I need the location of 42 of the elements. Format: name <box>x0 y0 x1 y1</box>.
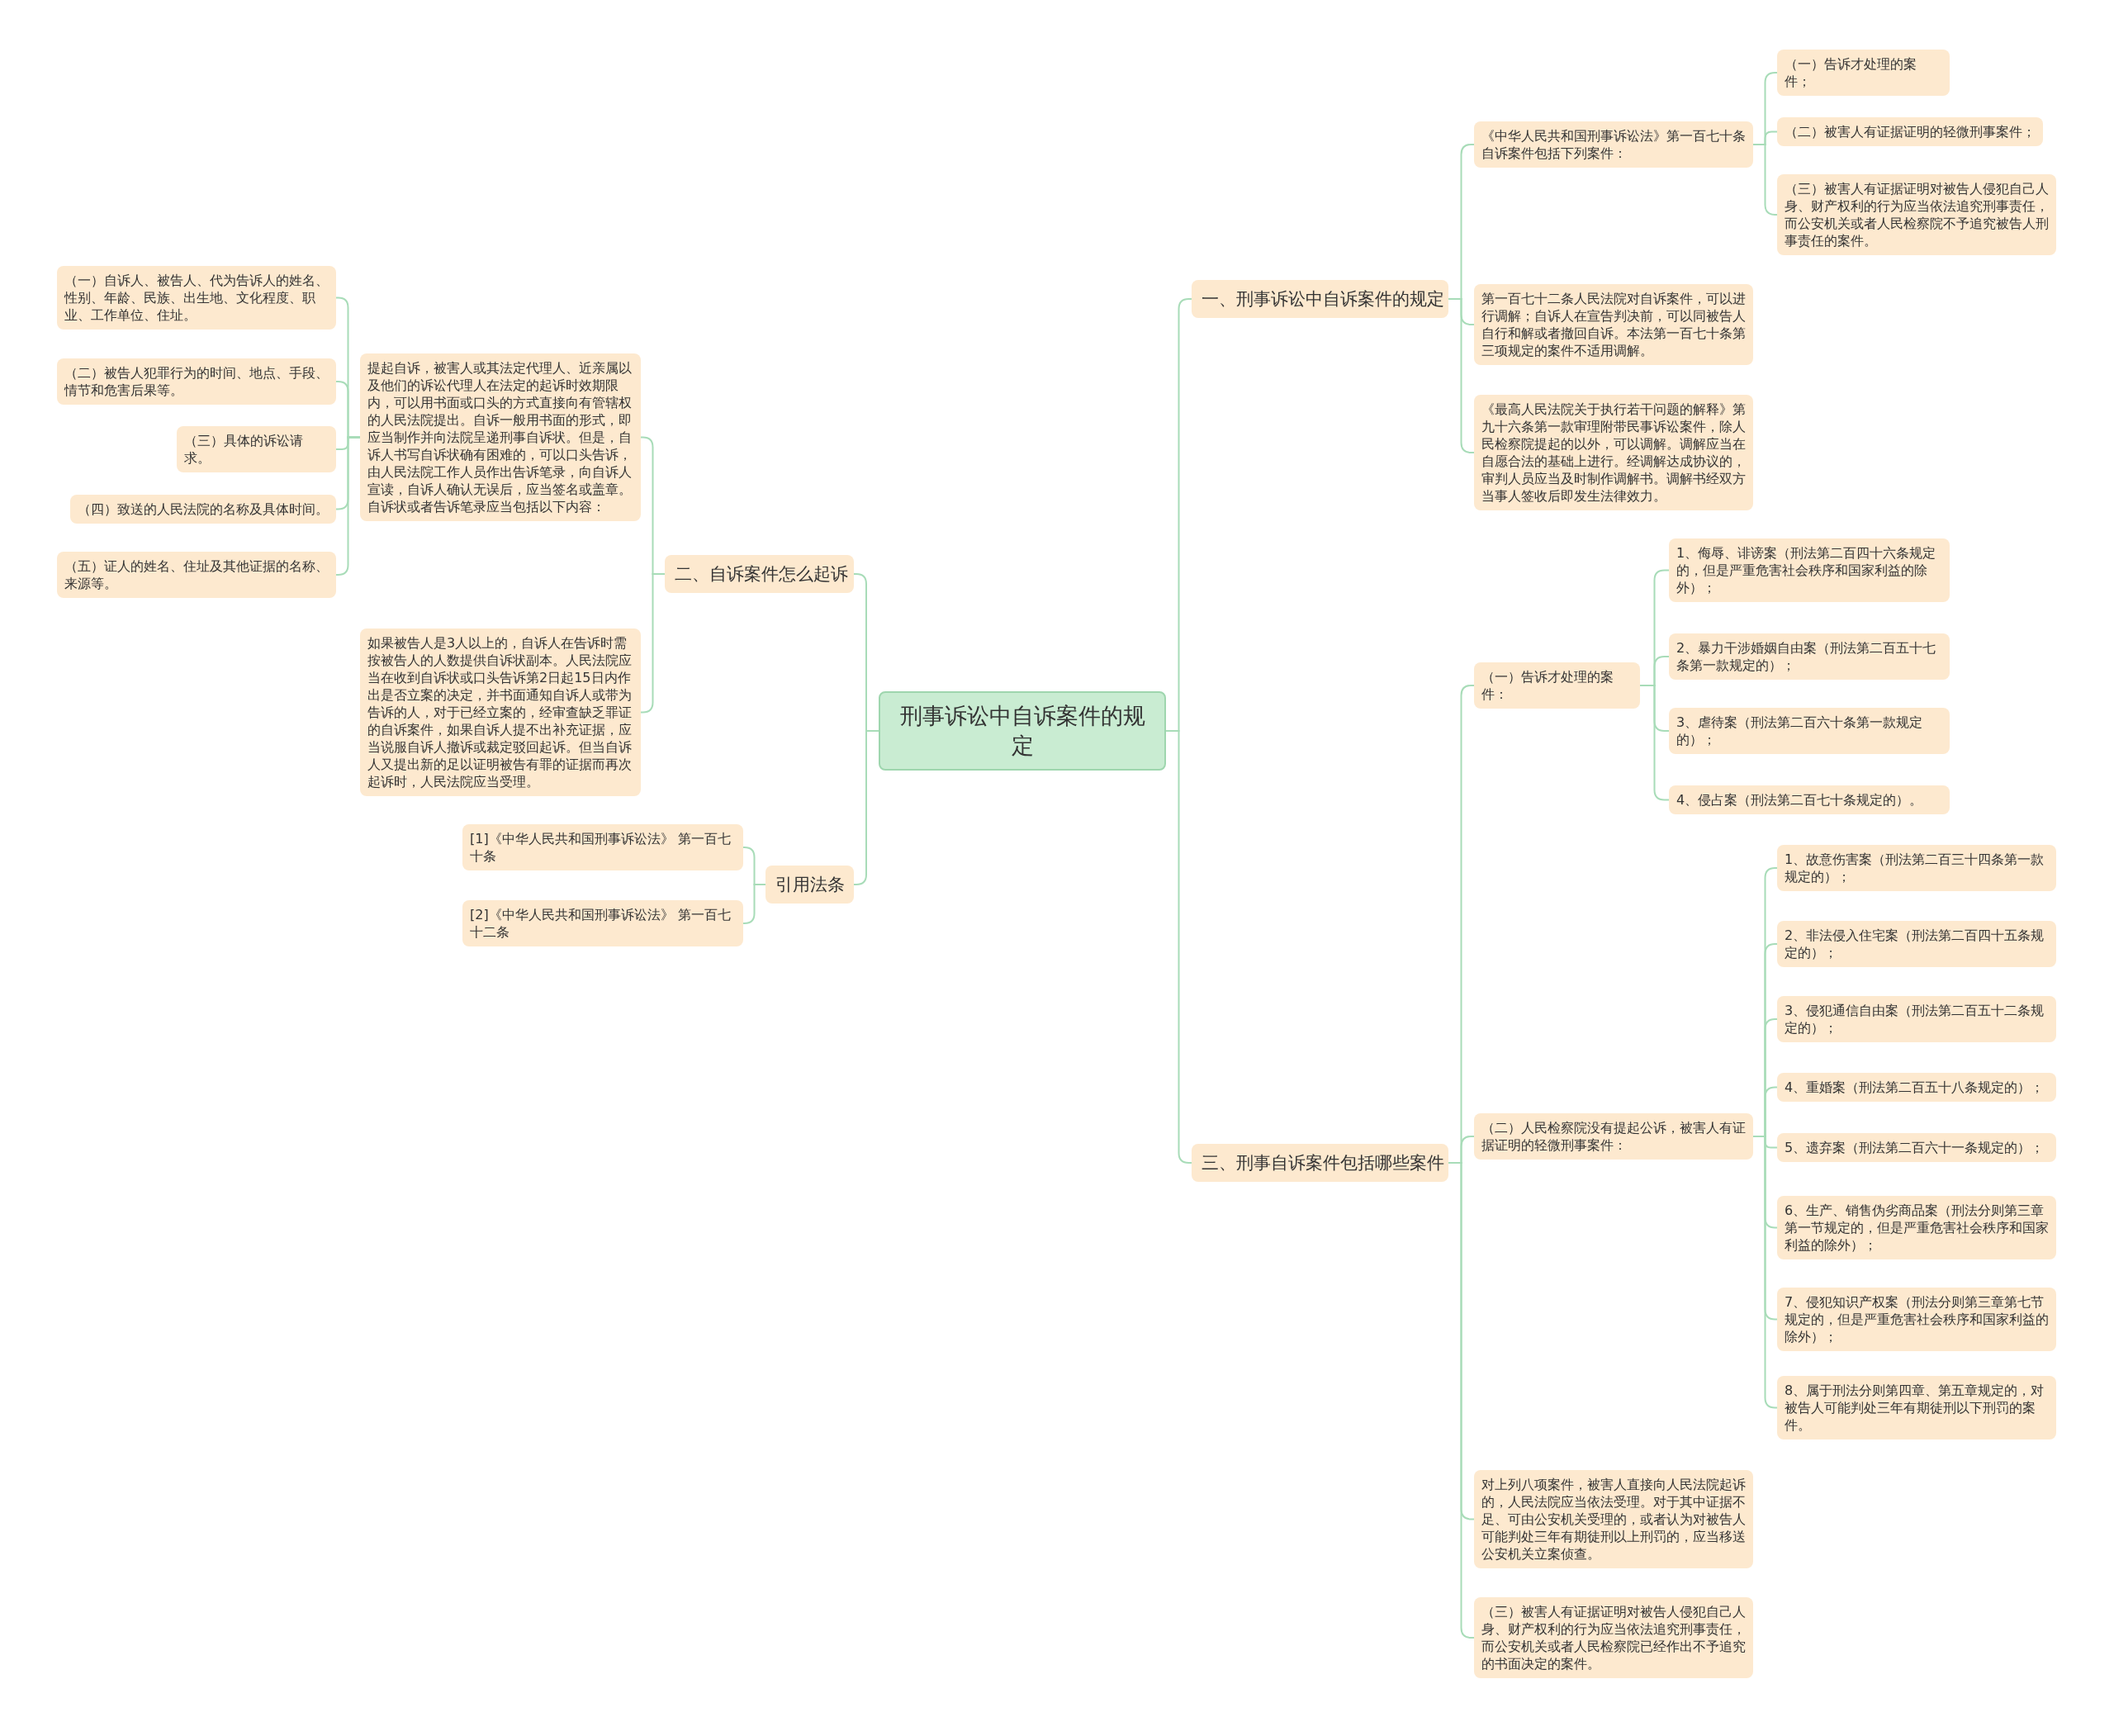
connector-line <box>1752 144 1778 216</box>
connector-line <box>640 573 666 714</box>
topic-box: （三）被害人有证据证明对被告人侵犯自己人身、财产权利的行为应当依法追究刑事责任，而公安机关或者人民检察院已经作出不予追究的书面决定的案件。 <box>1474 1597 1753 1678</box>
topic-box: （一）告诉才处理的案件： <box>1474 662 1640 709</box>
branch-topic-box: 二、自诉案件怎么起诉 <box>665 555 854 593</box>
branch-topic-box: 三、刑事自诉案件包括哪些案件 <box>1192 1144 1448 1182</box>
topic-box: 《最高人民法院关于执行若干问题的解释》第九十六条第一款审理附带民事诉讼案件，除人民检察院提起的以外，可以调解。调解应当在自愿合法的基础上进行。经调解达成协议的，审判人员应当及时制作调解书。调解书经双方当事人签收后即发生法律效力。 <box>1474 395 1753 510</box>
topic-box: 6、生产、销售伪劣商品案（刑法分则第三章第一节规定的，但是严重危害社会秩序和国家利益的除外）； <box>1777 1195 2056 1259</box>
topic-box: 2、非法侵入住宅案（刑法第二百四十五条规定的）； <box>1777 921 2056 967</box>
central-topic-box: 刑事诉讼中自诉案件的规定 <box>879 691 1166 771</box>
topic-box: 2、暴力干涉婚姻自由案（刑法第二百五十七条第一款规定的）； <box>1669 633 1950 680</box>
topic-box: 《中华人民共和国刑事诉讼法》第一百七十条自诉案件包括下列案件： <box>1474 121 1753 168</box>
topic-box: 提起自诉，被害人或其法定代理人、近亲属以及他们的诉讼代理人在法定的起诉时效期限内，可以用书面或口头的方式直接向有管辖权的人民法院提出。自诉一般用书面的形式，即应当制作并向法院呈递刑事自诉状。但是，自诉人书写自诉状确有困难的，可以口头告诉，由人民法院工作人员作出告诉笔录，向自诉人宣读，自诉人确认无误后，应当签名或盖章。自诉状或者告诉笔录应当包括以下内容： <box>360 353 641 521</box>
topic-box: [1]《中华人民共和国刑事诉讼法》 第一百七十条 <box>462 824 743 870</box>
topic-box: （二）被害人有证据证明的轻微刑事案件； <box>1777 116 2043 146</box>
topic-box: （三）被害人有证据证明对被告人侵犯自己人身、财产权利的行为应当依法追究刑事责任，而公安机关或者人民检察院不予追究被告人刑事责任的案件。 <box>1777 174 2056 255</box>
topic-box: 3、虐待案（刑法第二百六十条第一款规定的）； <box>1669 708 1950 754</box>
connector-line <box>335 436 361 576</box>
topic-box: （四）致送的人民法院的名称及具体时间。 <box>70 494 336 524</box>
topic-box: （一）自诉人、被告人、代为告诉人的姓名、性别、年龄、民族、出生地、文化程度、职业、工作单位、住址。 <box>57 265 336 330</box>
connector-line <box>1752 1136 1778 1409</box>
topic-box: 1、侮辱、诽谤案（刑法第二百四十六条规定的，但是严重危害社会秩序和国家利益的除外）； <box>1669 538 1950 602</box>
topic-box: （一）告诉才处理的案件； <box>1777 50 1950 96</box>
topic-box: [2]《中华人民共和国刑事诉讼法》 第一百七十二条 <box>462 900 743 946</box>
topic-box: （五）证人的姓名、住址及其他证据的名称、来源等。 <box>57 552 336 598</box>
branch-topic-box: 引用法条 <box>765 866 854 904</box>
connector-line <box>1448 298 1475 453</box>
topic-box: 1、故意伤害案（刑法第二百三十四条第一款规定的）； <box>1777 845 2056 891</box>
topic-box: 4、重婚案（刑法第二百五十八条规定的）； <box>1777 1072 2056 1102</box>
topic-box: （三）具体的诉讼请求。 <box>177 426 336 472</box>
topic-box: 7、侵犯知识产权案（刑法分则第三章第七节规定的，但是严重危害社会秩序和国家利益的除外）； <box>1777 1287 2056 1351</box>
topic-box: 5、遗弃案（刑法第二百六十一条规定的）； <box>1777 1132 2056 1162</box>
topic-box: （二）人民检察院没有提起公诉，被害人有证据证明的轻微刑事案件： <box>1474 1113 1753 1160</box>
topic-box: 对上列八项案件，被害人直接向人民法院起诉的，人民法院应当依法受理。对于其中证据不足、可由公安机关受理的，或者认为对被告人可能判处三年有期徒刑以上刑罚的，应当移送公安机关立案侦查。 <box>1474 1469 1753 1568</box>
topic-box: 3、侵犯通信自由案（刑法第二百五十二条规定的）； <box>1777 996 2056 1042</box>
topic-box: 如果被告人是3人以上的，自诉人在告诉时需按被告人的人数提供自诉状副本。人民法院应当在收到自诉状或口头告诉第2日起15日内作出是否立案的决定，并书面通知自诉人或带为告诉的人，对于已经立案的，经审查缺乏罪证的自诉案件，如果自诉人提不出补充证据，应当说服自诉人撤诉或裁定驳回起诉。但当自诉人又提出新的足以证明被告有罪的证据而再次起诉时，人民法院应当受理。 <box>360 628 641 796</box>
topic-box: 8、属于刑法分则第四章、第五章规定的，对被告人可能判处三年有期徒刑以下刑罚的案件。 <box>1777 1375 2056 1440</box>
branch-topic-box: 一、刑事诉讼中自诉案件的规定 <box>1192 280 1448 318</box>
topic-box: 第一百七十二条人民法院对自诉案件，可以进行调解；自诉人在宣告判决前，可以同被告人自行和解或者撤回自诉。本法第一百七十条第三项规定的案件不适用调解。 <box>1474 284 1753 365</box>
topic-box: （二）被告人犯罪行为的时间、地点、手段、情节和危害后果等。 <box>57 358 336 405</box>
topic-box: 4、侵占案（刑法第二百七十条规定的）。 <box>1669 785 1950 814</box>
connector-line <box>853 730 879 885</box>
